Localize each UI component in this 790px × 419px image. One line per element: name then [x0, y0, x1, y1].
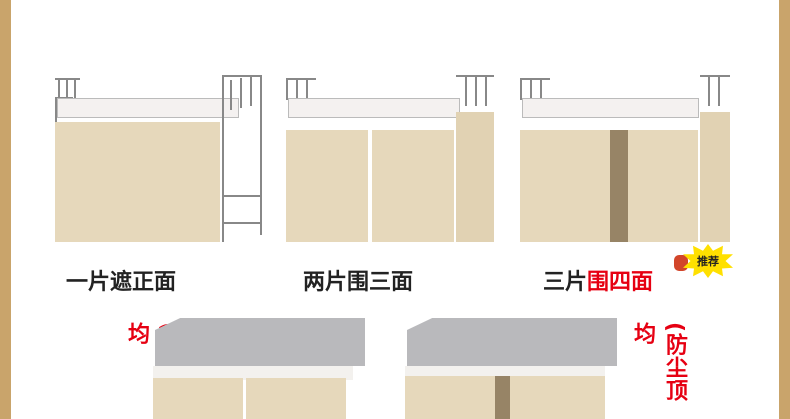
thumbs-up-icon: [674, 255, 688, 271]
left-border: [0, 0, 11, 419]
option-label-two-panels: 两片围三面: [303, 270, 414, 295]
recommended-badge: 推荐: [683, 244, 733, 278]
option-label-one-panel: 一片遮正面: [66, 270, 177, 295]
dustproof-note-right: (防尘顶均: [630, 322, 687, 403]
label-plain-part: 三片: [543, 270, 588, 295]
right-border: [779, 0, 790, 419]
option-label-three-panels: 三片围四面: [543, 264, 653, 296]
label-red-part: 围四面: [587, 270, 654, 295]
